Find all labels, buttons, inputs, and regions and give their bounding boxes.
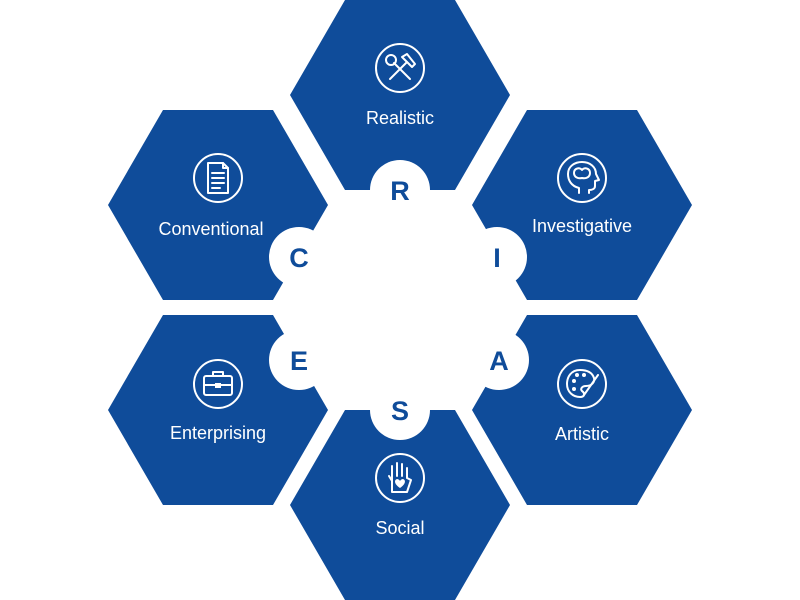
palette-brush-icon — [557, 359, 607, 409]
brain-head-icon — [557, 153, 607, 203]
badge-artistic — [469, 330, 529, 390]
heart-hand-icon — [375, 453, 425, 503]
label-conventional: Conventional — [158, 219, 263, 239]
briefcase-icon — [193, 359, 243, 409]
hexagon-realistic — [290, 0, 510, 190]
badge-social — [370, 380, 430, 440]
label-investigative: Investigative — [532, 216, 632, 236]
letter-social: S — [391, 396, 409, 426]
label-realistic: Realistic — [366, 108, 434, 128]
label-artistic: Artistic — [555, 424, 609, 444]
document-icon — [193, 153, 243, 203]
hexagon-social — [290, 410, 510, 600]
hexagon-investigative — [472, 110, 692, 300]
badge-enterprising — [269, 330, 329, 390]
badge-realistic — [370, 160, 430, 220]
label-enterprising: Enterprising — [170, 423, 266, 443]
letter-artistic: A — [489, 346, 509, 376]
letter-conventional: C — [289, 243, 309, 273]
label-social: Social — [375, 518, 424, 538]
badge-investigative — [467, 227, 527, 287]
letter-investigative: I — [493, 243, 501, 273]
letter-enterprising: E — [290, 346, 308, 376]
letter-realistic: R — [390, 176, 410, 206]
hammer-wrench-icon — [375, 43, 425, 93]
badge-conventional — [269, 227, 329, 287]
